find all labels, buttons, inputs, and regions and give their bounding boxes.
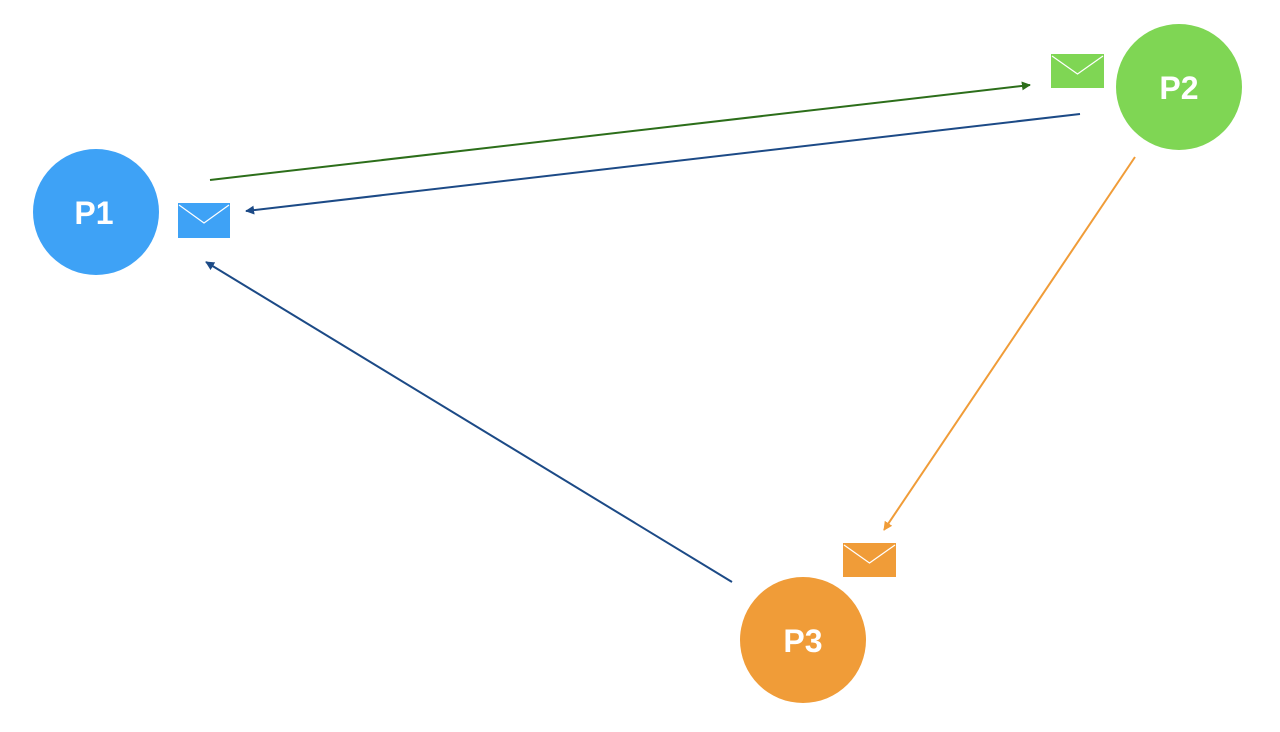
edge-p3-to-p1 <box>205 261 733 583</box>
node-p1-label: P1 <box>74 195 113 231</box>
node-p1: P1 <box>33 149 159 275</box>
node-p2: P2 <box>1116 24 1242 150</box>
edge-p2-to-p1 <box>245 113 1081 215</box>
envelope-p1-body <box>178 203 230 238</box>
node-p3-label: P3 <box>783 623 822 659</box>
node-p3: P3 <box>740 577 866 703</box>
envelope-p2-body <box>1051 54 1104 88</box>
envelope-p3-body <box>843 543 896 577</box>
edge-p2-to-p3 <box>883 156 1136 531</box>
node-p3-circle <box>740 577 866 703</box>
node-p2-label: P2 <box>1159 70 1198 106</box>
node-p1-circle <box>33 149 159 275</box>
envelope-icon <box>178 203 230 238</box>
envelope-icon <box>1051 54 1104 88</box>
edge-p1-to-p2 <box>209 81 1031 181</box>
envelope-icon <box>843 543 896 577</box>
node-p2-circle <box>1116 24 1242 150</box>
